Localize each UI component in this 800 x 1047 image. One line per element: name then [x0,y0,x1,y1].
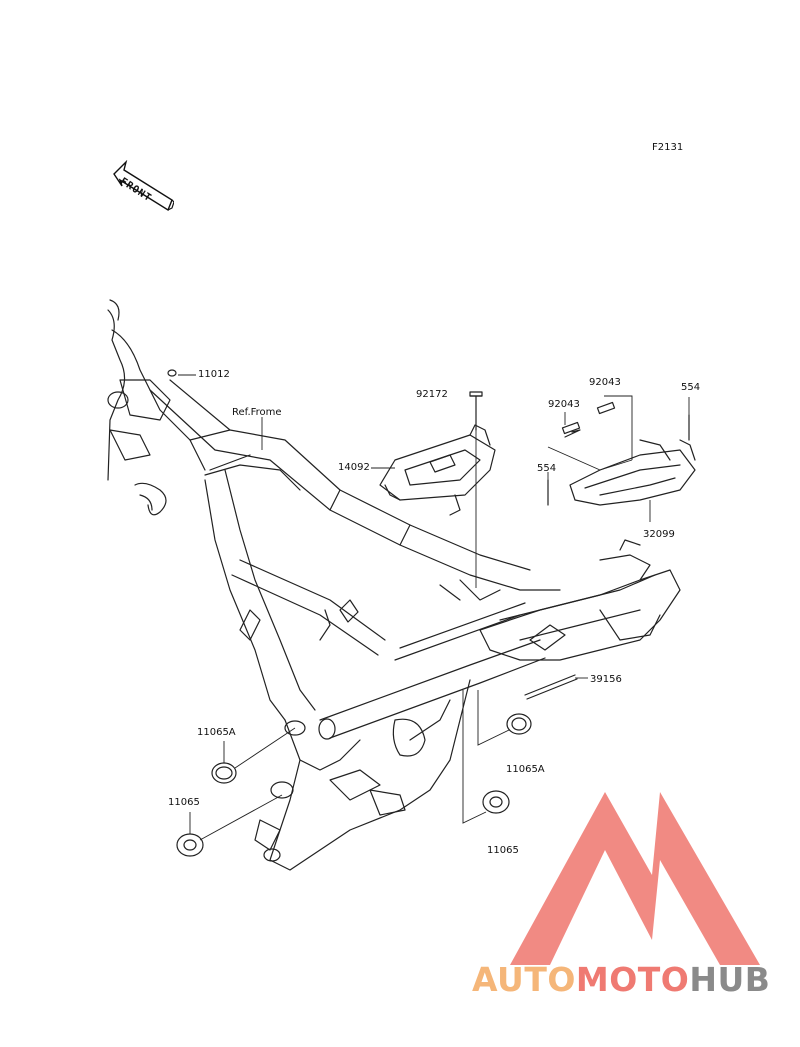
down-tubes [204,469,386,721]
logo-hub: HUB [689,960,771,999]
part-label-32099: 32099 [643,529,675,540]
part-label-39156: 39156 [590,674,622,685]
logo-moto: MOTO [575,960,690,999]
part-label-11065A-left: 11065A [197,727,236,738]
part-label-11012: 11012 [198,369,230,380]
logo-wordmark: AUTOMOTOHUB [472,960,770,999]
leader-11065-right [462,690,487,824]
part-label-554-a: 554 [681,382,701,393]
ref-frame-label: Ref.Frome [232,407,282,418]
part-label-92172: 92172 [416,389,448,400]
logo-auto: AUTO [472,960,576,999]
cross-tube [318,602,546,740]
automotohub-logo-icon [510,792,760,965]
part-label-11065A-right: 11065A [506,764,545,775]
leader-92043b [604,395,633,460]
leader-92043-group [547,446,633,471]
part-label-11065-right: 11065 [487,845,519,856]
leader-11065A-right [477,690,510,746]
leader-11065-left [189,794,283,841]
leader-11065A-left [223,727,296,769]
rear-subframe [439,539,681,661]
lower-block [254,679,471,871]
part-label-554-b: 554 [537,463,557,474]
bracket-32099 [569,439,696,506]
part-label-11065-left: 11065 [168,797,200,808]
figure-code: F2131 [652,142,684,153]
top-rails [149,379,561,591]
part-label-92043-b: 92043 [589,377,621,388]
steering-head [107,299,206,516]
rod-39156 [524,674,578,700]
front-arrow-icon [113,160,174,212]
part-label-92043-a: 92043 [548,399,580,410]
battery-case-14092 [379,424,496,516]
part-label-14092: 14092 [338,462,370,473]
